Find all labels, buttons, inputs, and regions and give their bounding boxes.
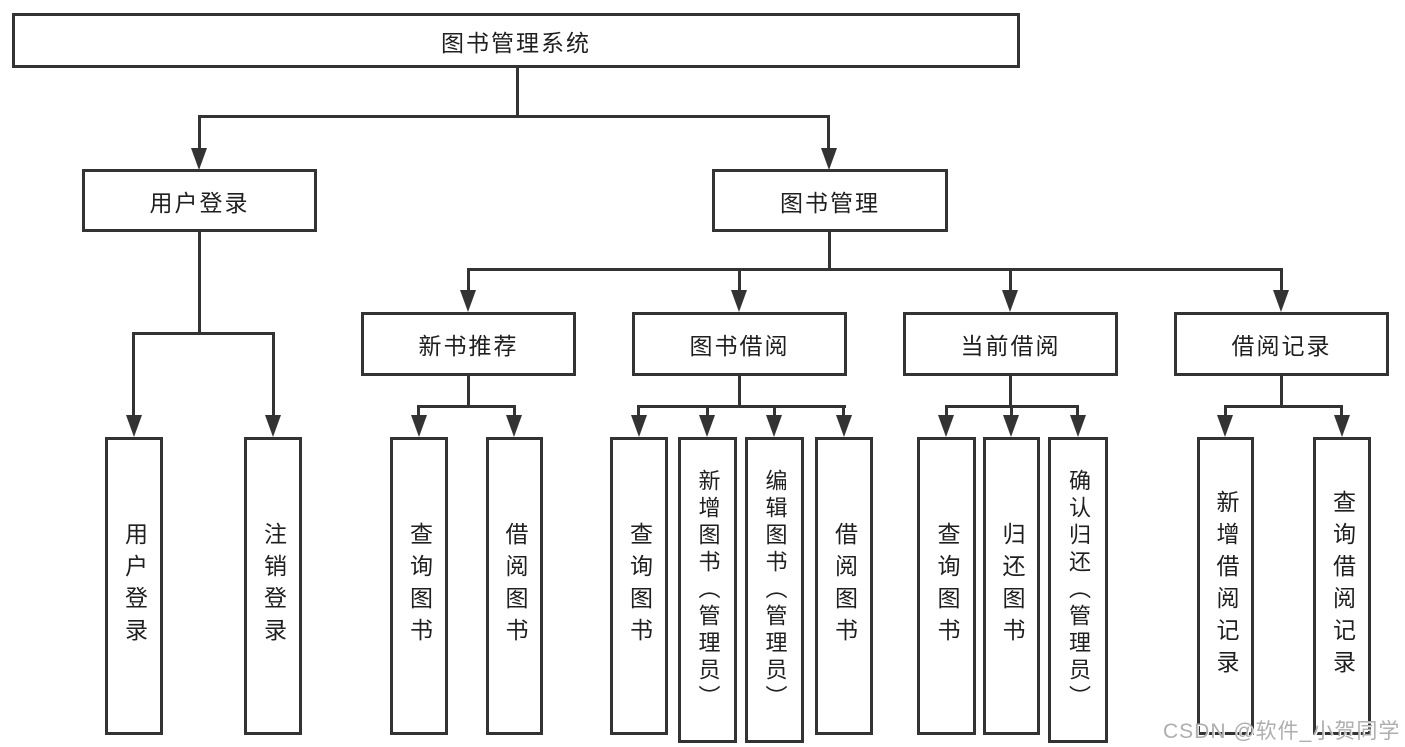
arrowhead (631, 415, 647, 437)
arrowhead (699, 415, 715, 437)
node-new-book-recommend-label: 新书推荐 (418, 333, 519, 359)
node-book-borrowing-label: 图书借阅 (689, 333, 790, 359)
leaf-borrow-books-borrowing: 借阅图书 (815, 437, 873, 735)
arrowhead (1217, 415, 1233, 437)
connector-bar (467, 268, 1283, 271)
connector-bar (1224, 405, 1343, 408)
connector-stem (198, 232, 201, 335)
node-book-management: 图书管理 (712, 169, 948, 232)
connector-bar (417, 405, 516, 408)
leaf-logout-label: 注销登录 (260, 522, 287, 650)
connector-drop (945, 405, 948, 419)
arrowhead (938, 415, 954, 437)
connector-drop (198, 115, 201, 151)
connector-drop (272, 332, 275, 417)
arrowhead (821, 148, 837, 170)
arrowhead (1334, 415, 1350, 437)
connector-stem (516, 68, 519, 118)
leaf-borrow-books-recommend: 借阅图书 (486, 437, 543, 735)
leaf-query-books-recommend-label: 查询图书 (406, 522, 433, 650)
leaf-query-borrow-record-label: 查询借阅记录 (1329, 490, 1356, 682)
arrowhead (1002, 290, 1018, 312)
node-system-root: 图书管理系统 (12, 13, 1020, 68)
leaf-user-login-label: 用户登录 (121, 522, 148, 650)
node-current-borrowing-label: 当前借阅 (960, 333, 1061, 359)
leaf-query-borrow-record: 查询借阅记录 (1313, 437, 1371, 735)
leaf-add-book-admin-label: 新增图书（管理员） (695, 468, 721, 712)
node-user-login: 用户登录 (82, 169, 317, 232)
leaf-borrow-books-recommend-label: 借阅图书 (502, 522, 528, 650)
node-user-login-label: 用户登录 (149, 189, 250, 216)
leaf-edit-book-admin: 编辑图书（管理员） (745, 437, 804, 743)
connector-bar (637, 405, 846, 408)
connector-bar (198, 115, 830, 118)
arrowhead (1273, 290, 1289, 312)
connector-drop (1010, 405, 1013, 419)
connector-drop (467, 268, 470, 293)
arrowhead (836, 415, 852, 437)
leaf-confirm-return-admin-label: 确认归还（管理员） (1066, 468, 1091, 712)
connector-stem (1280, 376, 1283, 408)
connector-drop (842, 405, 845, 419)
connector-stem (738, 376, 741, 408)
leaf-query-books-borrowing: 查询图书 (610, 437, 668, 735)
connector-drop (132, 332, 135, 417)
connector-bar (132, 332, 275, 335)
leaf-add-book-admin: 新增图书（管理员） (678, 437, 737, 743)
connector-drop (1224, 405, 1227, 419)
arrowhead (191, 148, 207, 170)
arrowhead (265, 415, 281, 437)
connector-drop (738, 268, 741, 293)
connector-drop (1340, 405, 1343, 419)
connector-drop (1076, 405, 1079, 419)
node-borrowing-records-label: 借阅记录 (1231, 333, 1332, 359)
leaf-add-borrow-record: 新增借阅记录 (1197, 437, 1254, 735)
leaf-borrow-books-borrowing-label: 借阅图书 (831, 522, 858, 650)
connector-stem (828, 232, 831, 271)
connector-drop (1009, 268, 1012, 293)
arrowhead (766, 415, 782, 437)
arrowhead (460, 290, 476, 312)
leaf-query-books-current-label: 查询图书 (934, 522, 960, 650)
arrowhead (1070, 415, 1086, 437)
connector-drop (417, 405, 420, 419)
connector-drop (706, 405, 709, 419)
leaf-edit-book-admin-label: 编辑图书（管理员） (762, 468, 788, 712)
node-book-management-label: 图书管理 (780, 189, 880, 216)
connector-stem (467, 376, 470, 408)
leaf-query-books-recommend: 查询图书 (390, 437, 448, 735)
connector-drop (1280, 268, 1283, 293)
node-system-root-label: 图书管理系统 (441, 29, 591, 56)
arrowhead (126, 415, 142, 437)
connector-stem (1009, 376, 1012, 408)
leaf-query-books-current: 查询图书 (917, 437, 976, 735)
leaf-logout: 注销登录 (244, 437, 302, 735)
leaf-return-books: 归还图书 (983, 437, 1040, 735)
node-book-borrowing: 图书借阅 (632, 312, 847, 376)
leaf-query-books-borrowing-label: 查询图书 (626, 522, 653, 650)
node-current-borrowing: 当前借阅 (903, 312, 1118, 376)
connector-drop (513, 405, 516, 419)
arrowhead (1003, 415, 1019, 437)
connector-drop (637, 405, 640, 419)
connector-drop (827, 115, 830, 151)
csdn-watermark: CSDN @软件_小贺同学 (1163, 720, 1401, 743)
leaf-user-login: 用户登录 (105, 437, 163, 735)
leaf-confirm-return-admin: 确认归还（管理员） (1048, 437, 1108, 743)
arrowhead (411, 415, 427, 437)
arrowhead (731, 290, 747, 312)
node-borrowing-records: 借阅记录 (1174, 312, 1389, 376)
leaf-add-borrow-record-label: 新增借阅记录 (1213, 490, 1239, 682)
node-new-book-recommend: 新书推荐 (361, 312, 576, 376)
connector-drop (773, 405, 776, 419)
leaf-return-books-label: 归还图书 (999, 522, 1025, 650)
arrowhead (506, 415, 522, 437)
